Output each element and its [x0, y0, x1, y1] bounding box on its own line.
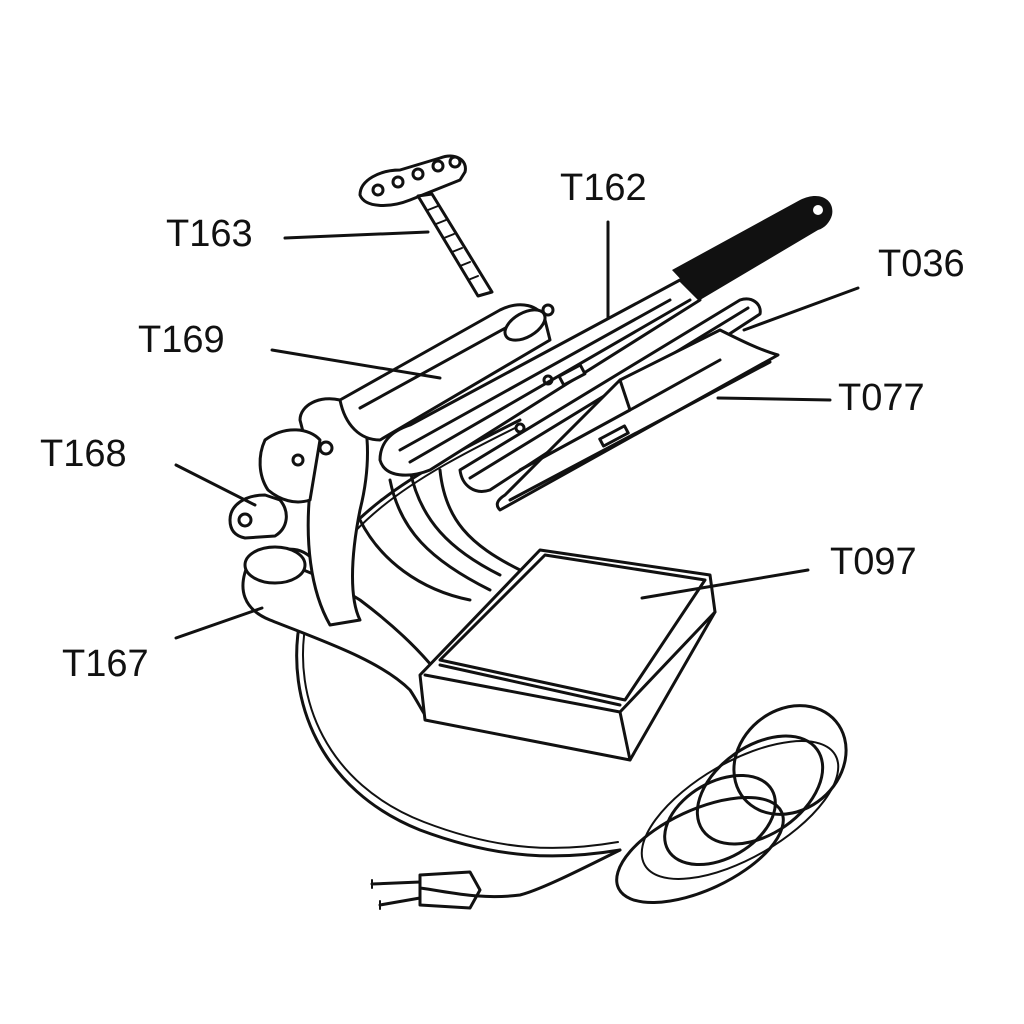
- label-t036: T036: [878, 243, 965, 285]
- iron-body: [378, 195, 833, 477]
- label-t163: T163: [166, 213, 253, 255]
- label-t168: T168: [40, 433, 127, 475]
- label-t077: T077: [838, 377, 925, 419]
- thumb-screw: [358, 154, 494, 298]
- clamp-arm: [338, 303, 555, 442]
- leader-lines: [174, 220, 860, 640]
- power-cord: [295, 418, 848, 910]
- lower-plate: [495, 328, 780, 512]
- label-t162: T162: [560, 167, 647, 209]
- part-labels: T163 T162 T036 T169 T077 T168 T097 T167: [40, 167, 965, 685]
- label-t169: T169: [138, 319, 225, 361]
- pad-block: [418, 548, 717, 762]
- label-t097: T097: [830, 541, 917, 583]
- label-t167: T167: [62, 643, 149, 685]
- pivot-knob: [228, 428, 322, 540]
